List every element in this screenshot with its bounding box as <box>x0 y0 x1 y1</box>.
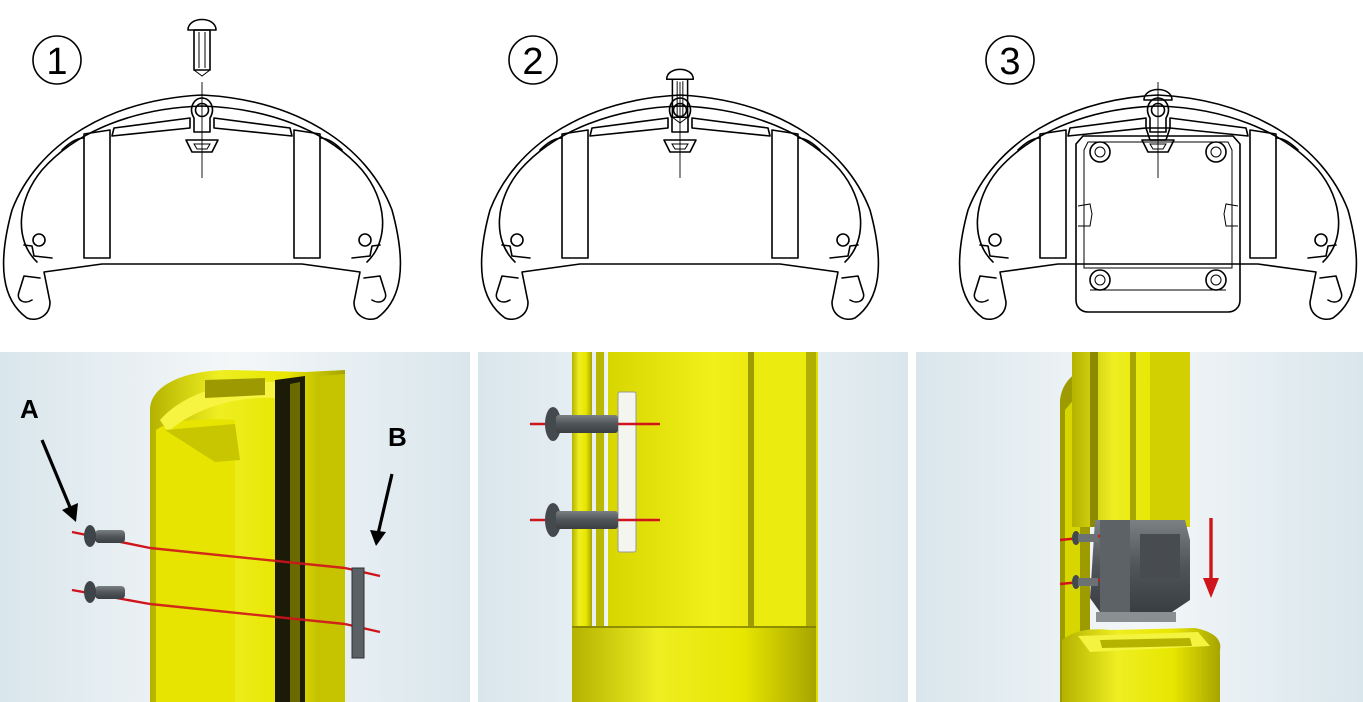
step-number: 3 <box>999 41 1020 83</box>
step-number: 2 <box>522 41 543 83</box>
step-3-drawing <box>958 81 1358 321</box>
callout-b: B <box>388 422 407 452</box>
photo-panel-3 <box>916 352 1363 702</box>
step-badge-3: 3 <box>985 35 1035 85</box>
step-number: 1 <box>46 41 67 83</box>
step-badge-1: 1 <box>32 35 82 85</box>
screw-a-1 <box>84 525 125 547</box>
step-2-drawing <box>480 68 880 321</box>
screw-a-2 <box>84 581 125 603</box>
photo-panel-2 <box>478 352 908 702</box>
step-badge-2: 2 <box>508 35 558 85</box>
screw-panel2-top <box>545 407 618 441</box>
plate-b <box>351 567 365 659</box>
callout-a: A <box>20 394 39 424</box>
screw-panel2-bottom <box>545 503 618 537</box>
photo-panel-1: A B <box>0 352 470 702</box>
